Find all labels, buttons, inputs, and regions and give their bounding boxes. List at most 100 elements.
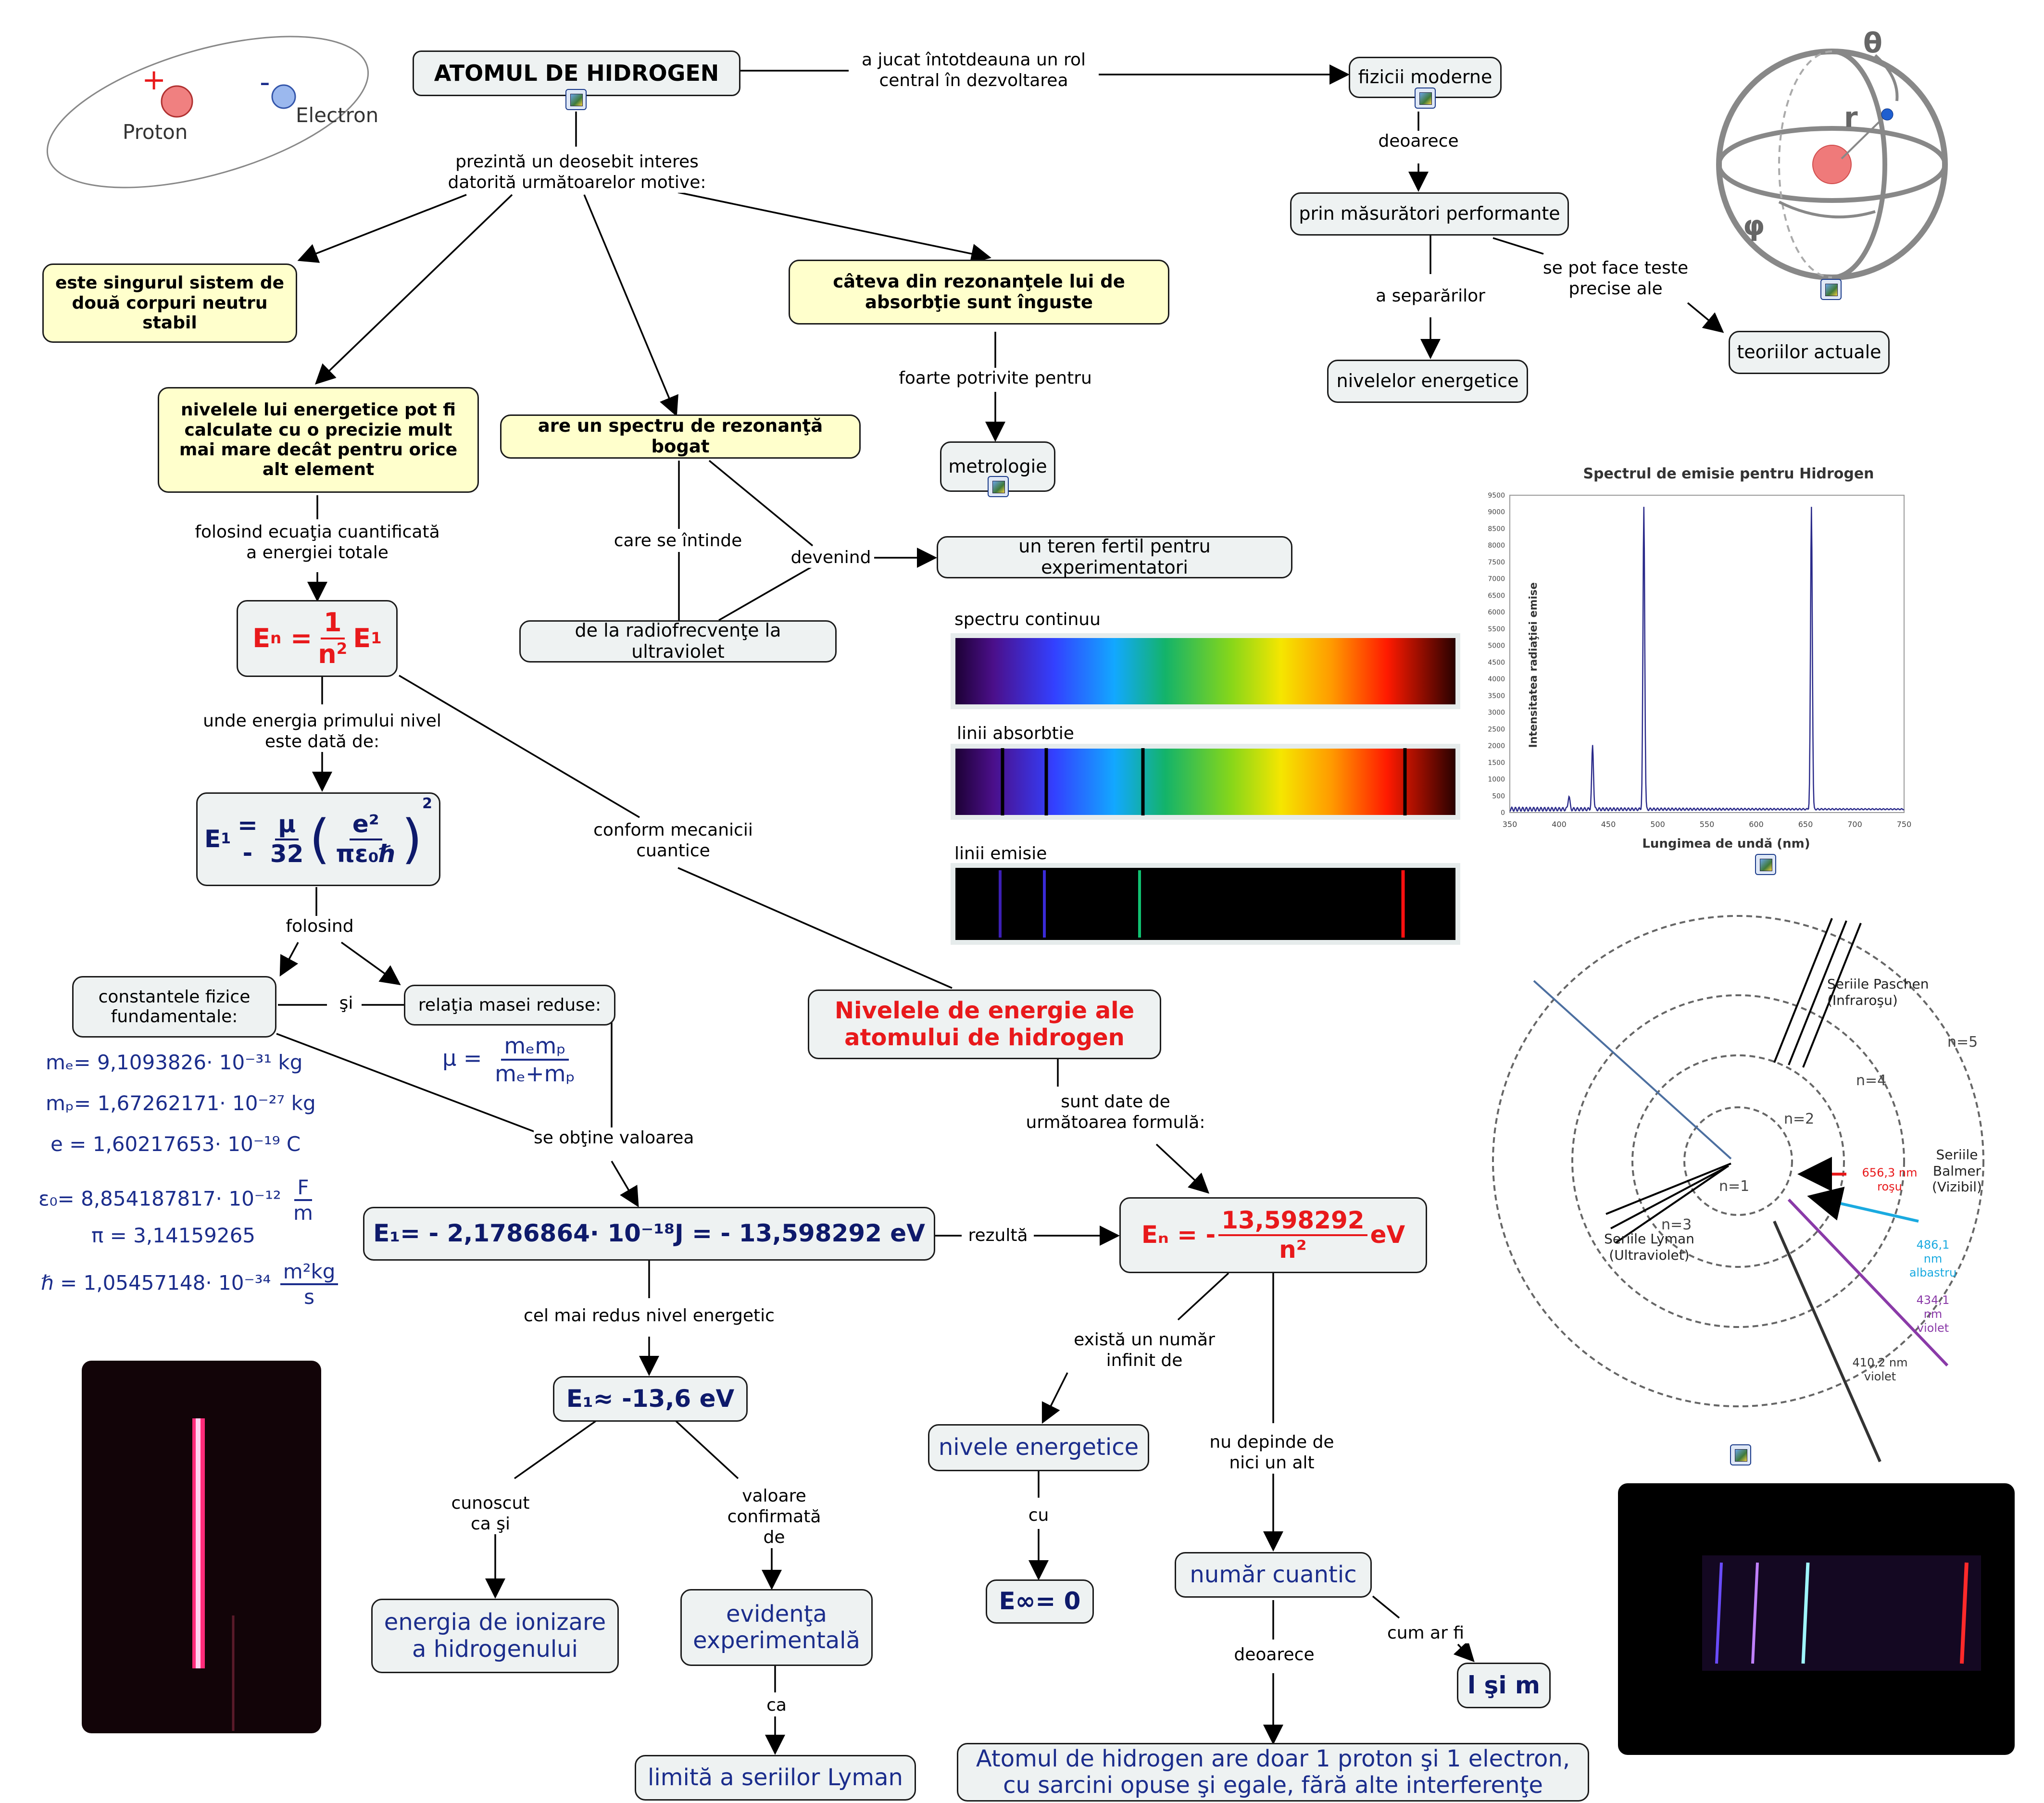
chart-y-tick-label: 6500 bbox=[1488, 592, 1505, 600]
label-devenind: devenind bbox=[788, 547, 874, 568]
image-icon-metrologie[interactable] bbox=[988, 476, 1009, 497]
bohr-orbit-diagram bbox=[1492, 915, 1984, 1407]
label-conform: conform mecanicii cuantice bbox=[582, 820, 765, 862]
en-den: n bbox=[318, 639, 337, 669]
const-e: e = 1,60217653· 10⁻¹⁹ C bbox=[50, 1132, 301, 1156]
en-final-lhs: Eₙ = - bbox=[1141, 1221, 1216, 1249]
chart-y-tick-label: 1000 bbox=[1488, 776, 1505, 784]
label-lyman: Seriile Lyman (Ultraviolet) bbox=[1604, 1231, 1694, 1263]
const-me: mₑ= 9,1093826· 10⁻³¹ kg bbox=[46, 1051, 303, 1074]
en-final-den: n² bbox=[1279, 1236, 1307, 1264]
chart-y-tick-label: 9000 bbox=[1488, 509, 1505, 516]
chart-y-tick-label: 7500 bbox=[1488, 559, 1505, 566]
label-confirmata: valoare confirmată de bbox=[724, 1486, 825, 1548]
teren-node[interactable]: un teren fertil pentru experimentatori bbox=[937, 536, 1292, 578]
image-icon-chart[interactable] bbox=[1755, 854, 1776, 875]
minus-sign: - bbox=[260, 65, 270, 99]
mu-lhs: μ bbox=[442, 1045, 457, 1071]
radio-text: de la radiofrecvenţe la ultraviolet bbox=[575, 620, 781, 662]
nivelelor-node[interactable]: nivelelor energetice bbox=[1327, 360, 1528, 403]
nivele-calc-node[interactable]: nivelele lui energetice pot fi calculate… bbox=[158, 387, 479, 493]
label-rezulta: rezultă bbox=[963, 1225, 1033, 1246]
label-deoarece-bottom: deoarece bbox=[1231, 1644, 1317, 1665]
chart-y-tick-label: 8000 bbox=[1488, 542, 1505, 550]
en-sup: 2 bbox=[336, 639, 348, 658]
en-rhs-sub: 1 bbox=[371, 629, 382, 648]
e-inf-node[interactable]: E∞= 0 bbox=[986, 1579, 1094, 1624]
ionizare-node[interactable]: energia de ionizare a hidrogenului bbox=[371, 1599, 619, 1673]
numar-cuantic-node[interactable]: număr cuantic bbox=[1175, 1552, 1372, 1598]
teoriilor-node[interactable]: teoriilor actuale bbox=[1729, 331, 1890, 374]
chart-xlabel: Lungimea de undă (nm) bbox=[1642, 837, 1810, 851]
rezonante-node[interactable]: câteva din rezonanţele lui de absorbţie … bbox=[789, 260, 1169, 325]
fizicii-moderne-node[interactable]: fizicii moderne bbox=[1349, 57, 1502, 98]
label-si: şi bbox=[332, 993, 361, 1014]
label-folosind: folosind bbox=[281, 916, 358, 937]
nivele-energetice-node[interactable]: nivele energetice bbox=[928, 1424, 1149, 1471]
label-deoarece-top: deoarece bbox=[1378, 131, 1459, 152]
numar-cuantic-text: număr cuantic bbox=[1190, 1561, 1357, 1588]
e1-num: μ bbox=[275, 810, 299, 840]
relatia-node[interactable]: relaţia masei reduse: bbox=[404, 985, 615, 1026]
label-unde: unde energia primului nivel este dată de… bbox=[188, 711, 457, 752]
l-si-m-node[interactable]: l şi m bbox=[1457, 1663, 1551, 1708]
nivele-energetice-text: nivele energetice bbox=[938, 1434, 1139, 1461]
relatia-text: relaţia masei reduse: bbox=[418, 995, 602, 1015]
e1-mid: = - bbox=[237, 811, 258, 867]
e1-lhs: E bbox=[204, 825, 221, 853]
eps-unit-num: F bbox=[294, 1176, 312, 1201]
label-nu-depinde: nu depinde de nici un alt bbox=[1200, 1432, 1344, 1474]
label-cunoscut: cunoscut ca şi bbox=[442, 1493, 539, 1535]
teoriilor-text: teoriilor actuale bbox=[1737, 341, 1881, 363]
rezonante-text: câteva din rezonanţele lui de absorbţie … bbox=[833, 271, 1125, 313]
e1-value-node[interactable]: E₁= - 2,1786864· 10⁻¹⁸J = - 13,598292 eV bbox=[363, 1207, 935, 1261]
metrologie-text: metrologie bbox=[948, 455, 1047, 477]
label-410: 410,2 nm violet bbox=[1852, 1356, 1908, 1383]
chart-y-tick-label: 500 bbox=[1492, 792, 1505, 800]
hbar-unit-num: m²kg bbox=[280, 1260, 339, 1285]
title-node[interactable]: ATOMUL DE HIDROGEN bbox=[413, 50, 740, 96]
teren-text: un teren fertil pentru experimentatori bbox=[1018, 536, 1211, 578]
singurul-node[interactable]: este singurul sistem de două corpuri neu… bbox=[42, 263, 297, 343]
en-num: 1 bbox=[320, 607, 345, 639]
chart-y-tick-label: 5000 bbox=[1488, 642, 1505, 650]
label-obtine: se obţine valoarea bbox=[534, 1127, 694, 1149]
label-potrivite: foarte potrivite pentru bbox=[894, 368, 1096, 389]
nivelele-energie-text: Nivelele de energie ale atomului de hidr… bbox=[834, 997, 1135, 1051]
label-n2: n=2 bbox=[1784, 1111, 1815, 1127]
nivelele-energie-node[interactable]: Nivelele de energie ale atomului de hidr… bbox=[808, 989, 1161, 1059]
label-folosind-ec: folosind ecuaţia cuantificată a energiei… bbox=[188, 522, 447, 563]
label-ca: ca bbox=[760, 1695, 793, 1716]
label-separarilor: a separărilor bbox=[1366, 286, 1495, 307]
limita-node[interactable]: limită a seriilor Lyman bbox=[635, 1755, 916, 1801]
e1-approx-node[interactable]: E₁≈ -13,6 eV bbox=[553, 1376, 748, 1422]
atomul-final-node[interactable]: Atomul de hidrogen are doar 1 proton şi … bbox=[957, 1743, 1589, 1802]
image-icon-sphere[interactable] bbox=[1820, 279, 1842, 300]
constantele-text: constantele fizice fundamentale: bbox=[98, 987, 251, 1027]
en-rhs: E bbox=[353, 623, 371, 653]
label-486: 486,1 nm albastru bbox=[1909, 1238, 1957, 1279]
title-text: ATOMUL DE HIDROGEN bbox=[434, 60, 719, 87]
label-jucat: a jucat întotdeauna un rol central în de… bbox=[849, 50, 1099, 91]
chart-y-tick-label: 7000 bbox=[1488, 576, 1505, 583]
label-n4: n=4 bbox=[1856, 1072, 1887, 1089]
masuratori-node[interactable]: prin măsurători performante bbox=[1290, 192, 1569, 236]
diagram-icon[interactable] bbox=[565, 89, 587, 110]
chart-y-tick-label: 2500 bbox=[1488, 726, 1505, 733]
image-icon-fizicii[interactable] bbox=[1415, 88, 1436, 109]
radio-node[interactable]: de la radiofrecvenţe la ultraviolet bbox=[519, 620, 837, 663]
mu-num: mₑmₚ bbox=[501, 1033, 569, 1061]
e1-sub: 1 bbox=[221, 830, 231, 848]
spectru-bogat-node[interactable]: are un spectru de rezonanţă bogat bbox=[500, 414, 861, 459]
image-icon-orbits[interactable] bbox=[1730, 1444, 1751, 1465]
constantele-node[interactable]: constantele fizice fundamentale: bbox=[72, 976, 276, 1038]
evidenta-node[interactable]: evidenţa experimentală bbox=[680, 1589, 873, 1666]
e1-inner-num: e² bbox=[349, 810, 382, 840]
e1-den: 32 bbox=[270, 839, 304, 868]
